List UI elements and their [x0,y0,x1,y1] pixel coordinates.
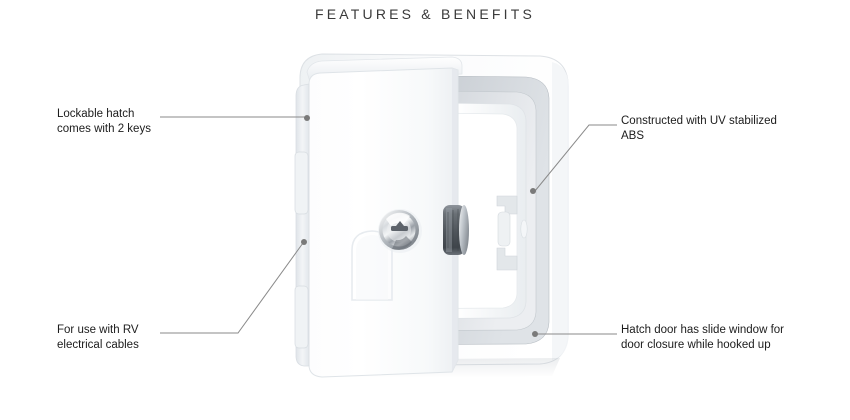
page-title: FEATURES & BENEFITS [314,6,535,22]
leader-dot-uv-abs [530,188,536,194]
lock-keyhole [391,226,408,231]
key-lock-cylinder [378,209,422,253]
door-hinge-tab-lower [294,285,309,349]
callout-rv-cables-line2: electrical cables [57,339,139,351]
callout-lockable-hatch-line2: comes with 2 keys [57,123,151,135]
lock-specular-highlight [386,212,410,226]
callout-slide-window: Hatch door has slide window for door clo… [621,323,784,353]
callout-uv-abs-line1: Constructed with UV stabilized [621,115,777,127]
latch-strike-lower [496,247,518,271]
callout-slide-window-line1: Hatch door has slide window for [621,324,784,336]
callout-uv-abs: Constructed with UV stabilized ABS [621,114,777,144]
callout-lockable-hatch: Lockable hatch comes with 2 keys [57,107,151,137]
latch-bolt-highlight [446,208,452,252]
strike-keeper-slot [520,219,528,239]
lock-keyhole-notch [396,221,404,226]
latch-bolt-body [443,205,465,255]
callout-lockable-hatch-line1: Lockable hatch [57,108,135,120]
leader-dot-slide-window [532,331,538,337]
slide-window-inner-shade [356,235,388,300]
callout-uv-abs-line2: ABS [621,130,645,142]
latch-bolt [443,205,469,255]
leader-dot-lockable-hatch [304,115,310,121]
latch-bolt-cap [459,205,469,255]
frame-right-wall [552,62,569,360]
lock-specular-shadow [392,236,412,250]
hatch-door [294,56,469,378]
callout-leaders [160,115,617,337]
latch-bolt-ribs [447,209,459,251]
leader-dot-rv-cables [301,239,307,245]
leader-line-rv-cables [160,242,304,334]
callout-slide-window-line2: door closure while hooked up [621,339,771,351]
leader-line-uv-abs [534,124,617,192]
door-hinge-tab-upper [294,151,309,215]
callout-rv-cables-line1: For use with RV [57,324,139,336]
latch-strike-mid [497,211,511,247]
callout-rv-cables: For use with RV electrical cables [57,323,139,353]
